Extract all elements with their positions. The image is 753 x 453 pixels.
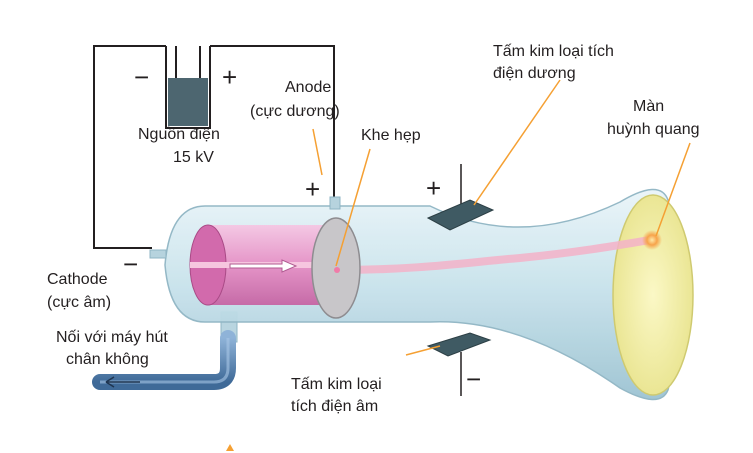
vacuum-label-line2: chân không: [66, 351, 149, 368]
anode-disc: [311, 217, 361, 319]
cathode-connector: [149, 249, 167, 259]
leader-positive-plate: [473, 79, 561, 206]
plate-plus-sign: +: [426, 173, 441, 203]
leader-slit: [335, 148, 371, 267]
screen-glow-spot: [642, 230, 662, 250]
power-source: [165, 46, 211, 129]
cathode-label-line2: (cực âm): [47, 294, 111, 311]
screen-label-line1: Màn: [633, 98, 664, 115]
leader-screen: [655, 142, 691, 237]
slit-hole: [334, 267, 340, 273]
vacuum-pipe: [92, 311, 238, 390]
deflection-plates: [426, 164, 495, 396]
bottom-marker-icon: [226, 444, 234, 451]
power-source-label-line2: 15 kV: [173, 149, 214, 166]
circuit-wires: [93, 45, 335, 249]
cathode-label-line1: Cathode: [47, 271, 108, 288]
leader-anode: [312, 128, 323, 176]
cathode-minus-sign: −: [123, 249, 138, 279]
vacuum-label-line1: Nối với máy hút: [56, 329, 168, 346]
vacuum-arrow-head: [105, 376, 115, 388]
slit-label: Khe hẹp: [361, 127, 421, 144]
screen-label-line2: huỳnh quang: [607, 121, 700, 138]
positive-plate-label-line1: Tấm kim loại tích: [493, 43, 614, 60]
electron-beam: [332, 236, 654, 274]
battery-minus-sign: −: [134, 62, 149, 92]
cathode-cylinder: [189, 224, 336, 306]
positive-plate-label-line2: điện dương: [493, 65, 576, 82]
leader-lines: [312, 79, 691, 356]
negative-plate-label-line2: tích điện âm: [291, 398, 378, 415]
positive-plate: [426, 199, 495, 231]
power-source-label-line1: Nguồn điện: [138, 126, 220, 143]
plate-minus-sign: −: [466, 364, 481, 394]
negative-plate: [426, 332, 492, 357]
fluorescent-screen: [612, 194, 694, 396]
wire-cathode: [93, 45, 166, 249]
anode-label-line1: Anode: [285, 79, 331, 96]
anode-plus-sign: +: [305, 174, 320, 204]
wire-anode: [210, 45, 335, 204]
negative-plate-label-line1: Tấm kim loại: [291, 376, 382, 393]
battery-plus-sign: +: [222, 62, 237, 92]
battery-electrolyte: [168, 78, 208, 126]
anode-connector: [329, 196, 341, 210]
leader-negative-plate: [405, 345, 441, 356]
anode-label-line2: (cực dương): [250, 103, 340, 120]
beam-arrow: [229, 259, 298, 273]
